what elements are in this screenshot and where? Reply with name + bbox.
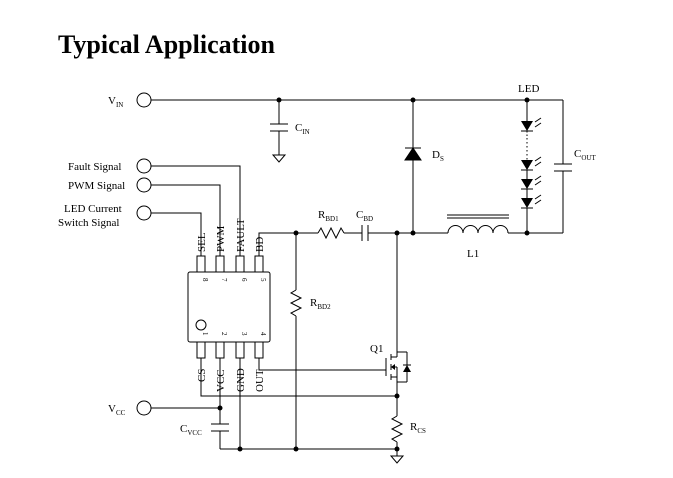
pin-number: 7: [220, 278, 228, 282]
cbd-capacitor: [361, 225, 369, 241]
cout-label: COUT: [574, 148, 596, 162]
led-2: [521, 156, 542, 171]
rbd1-label: RBD1: [318, 209, 339, 223]
pwm-signal-terminal: [136, 177, 152, 193]
pin-pwm-label: PWM: [215, 226, 227, 253]
pin-number: 1: [201, 332, 209, 336]
rbd2-label: RBD2: [310, 297, 331, 311]
pin-vcc-label: VCC: [215, 369, 227, 392]
vin-label: VIN: [108, 95, 123, 109]
ground-icon: [271, 154, 287, 163]
fault-signal-label: Fault Signal: [68, 161, 121, 173]
led-switch-terminal: [136, 205, 152, 221]
fault-signal-terminal: [136, 158, 152, 174]
led-4: [521, 194, 542, 209]
pin-number: 4: [259, 332, 267, 336]
pin-number: 3: [240, 332, 248, 336]
pin-gnd-label: GND: [235, 368, 247, 392]
led-3: [521, 175, 542, 190]
junction-dot: [394, 446, 400, 452]
driver-ic: [187, 255, 271, 359]
vcc-label: VCC: [108, 403, 126, 417]
cvcc-label: CVCC: [180, 423, 202, 437]
vcc-terminal: [136, 400, 152, 416]
pin-sel-label: SEL: [196, 232, 208, 252]
pin-number: 2: [220, 332, 228, 336]
led-label: LED: [518, 83, 539, 95]
q1-label: Q1: [370, 343, 383, 355]
pin-number: 8: [201, 278, 209, 282]
pin-number: 6: [240, 278, 248, 282]
rbd2-resistor: [289, 289, 303, 317]
cvcc-capacitor: [211, 423, 229, 449]
cin-label: CIN: [295, 122, 310, 136]
junction-dot: [237, 446, 243, 452]
pwm-signal-label: PWM Signal: [68, 180, 125, 192]
pin-cs-label: CS: [196, 369, 208, 382]
cout-capacitor: [527, 100, 572, 234]
junction-dot: [410, 230, 416, 236]
rcs-resistor: [390, 415, 404, 443]
pin-bd-label: BD: [254, 237, 266, 252]
pin-fault-label: FAULT: [235, 218, 247, 252]
ds-diode: [404, 100, 422, 233]
pin-number: 5: [259, 278, 267, 282]
cin-capacitor: [270, 100, 288, 163]
page-title: Typical Application: [58, 30, 275, 59]
led-current-label-line2: Switch Signal: [58, 217, 119, 229]
junction-dot: [217, 405, 223, 411]
ground-icon: [389, 455, 405, 464]
junction-dot: [293, 446, 299, 452]
vin-terminal: [136, 92, 152, 108]
cbd-label: CBD: [356, 209, 373, 223]
q1-mosfet: [385, 351, 411, 396]
led-current-label-line1: LED Current: [64, 203, 122, 215]
pin-out-label: OUT: [254, 369, 266, 392]
rcs-label: RCS: [410, 421, 426, 435]
rbd1-resistor: [317, 226, 345, 240]
inductor-l1: [413, 214, 527, 234]
l1-label: L1: [467, 248, 479, 260]
ds-label: DS: [432, 149, 444, 163]
led-1: [521, 117, 542, 132]
